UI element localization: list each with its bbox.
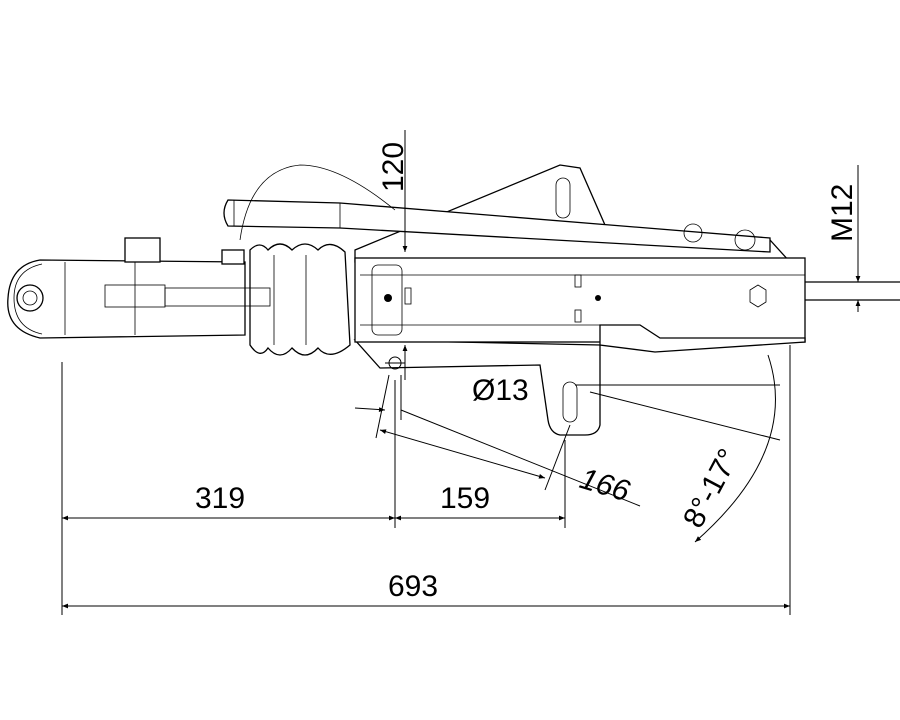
dim-693-label: 693 <box>388 570 438 603</box>
dimension-120: 120 <box>377 130 410 380</box>
dimension-angle: 8°-17° <box>575 354 781 543</box>
dim-angle-label: 8°-17° <box>677 444 746 534</box>
threaded-rod <box>805 281 900 301</box>
dim-319-label: 319 <box>195 482 245 515</box>
dimension-159: 159 <box>395 482 565 521</box>
dimension-m12: M12 <box>826 165 861 312</box>
dim-hole-label: Ø13 <box>472 374 529 407</box>
rubber-bellows <box>249 243 351 356</box>
dim-159-label: 159 <box>440 482 490 515</box>
drawbar-tube <box>354 257 806 353</box>
dim-120-label: 120 <box>377 142 410 192</box>
dimension-319: 319 <box>62 482 395 521</box>
dimension-693: 693 <box>62 570 790 609</box>
handbrake-lever <box>223 164 771 253</box>
coupling-head <box>7 237 271 339</box>
dimension-166: 166 <box>379 424 634 508</box>
extension-lines <box>61 345 791 615</box>
dim-m12-label: M12 <box>826 184 859 242</box>
dim-166-label: 166 <box>576 462 634 508</box>
